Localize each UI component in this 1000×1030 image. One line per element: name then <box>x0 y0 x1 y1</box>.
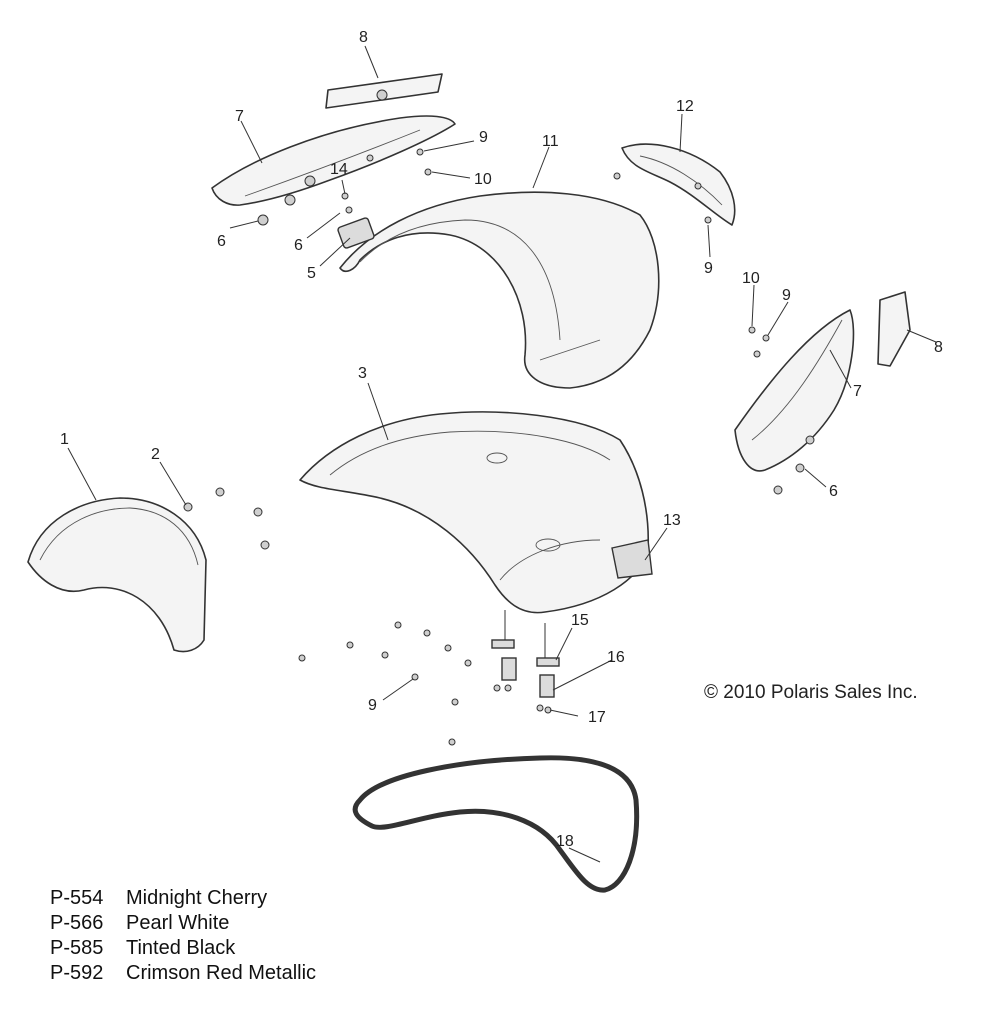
callout-6-left: 6 <box>217 233 226 250</box>
callout-1: 1 <box>60 431 69 448</box>
part-12-rear-trim <box>621 143 736 226</box>
part-8-trim-top <box>325 73 443 109</box>
callout-2: 2 <box>151 446 160 463</box>
callout-10-b: 10 <box>742 270 760 287</box>
callout-9-d: 9 <box>368 697 377 714</box>
color-code: P-554 <box>50 887 104 909</box>
callout-4: 5 <box>307 265 316 282</box>
color-code: P-592 <box>50 962 104 984</box>
fasteners <box>183 148 815 746</box>
color-name: Crimson Red Metallic <box>126 962 317 984</box>
color-name: Tinted Black <box>126 937 236 959</box>
callout-9-c: 9 <box>782 287 791 304</box>
callout-11: 11 <box>542 133 559 150</box>
callout-3: 3 <box>358 365 367 382</box>
part-11-lid <box>339 191 660 389</box>
callout-17: 17 <box>588 709 606 726</box>
leader-lines <box>67 45 937 863</box>
callout-6-right: 6 <box>829 483 838 500</box>
copyright-notice: © 2010 Polaris Sales Inc. <box>704 682 918 703</box>
callout-labels: 8 7 12 9 11 14 10 6 6 5 9 10 9 8 3 7 1 2… <box>60 29 943 850</box>
part-8-trim-right <box>877 291 911 367</box>
callout-8-top: 8 <box>359 29 368 46</box>
color-option: P-592 Crimson Red Metallic <box>50 961 316 986</box>
part-18-seal <box>352 755 640 893</box>
color-name: Midnight Cherry <box>126 887 268 909</box>
color-code: P-585 <box>50 937 104 959</box>
part-7-trim-right <box>734 309 855 472</box>
color-name: Pearl White <box>126 912 230 934</box>
part-1-outer-cover <box>27 497 207 653</box>
callout-16: 16 <box>607 649 625 666</box>
callout-12: 12 <box>676 98 694 115</box>
color-option: P-585 Tinted Black <box>50 936 316 961</box>
part-3-lower-tub <box>299 411 650 614</box>
callout-8-right: 8 <box>934 339 943 356</box>
callout-13: 13 <box>663 512 681 529</box>
callout-14: 14 <box>330 161 348 178</box>
callout-5: 6 <box>294 237 303 254</box>
part-7-trim-left <box>211 115 456 206</box>
color-option: P-566 Pearl White <box>50 911 316 936</box>
callout-7-left: 7 <box>235 108 244 125</box>
callout-7-right: 7 <box>853 383 862 400</box>
callout-18: 18 <box>556 833 574 850</box>
color-code: P-566 <box>50 912 104 934</box>
color-option: P-554 Midnight Cherry <box>50 886 316 911</box>
callout-9-a: 9 <box>479 129 488 146</box>
callout-10-a: 10 <box>474 171 492 188</box>
color-options-list: P-554 Midnight Cherry P-566 Pearl White P-… <box>50 886 316 986</box>
callout-9-b: 9 <box>704 260 713 277</box>
callout-15: 15 <box>571 612 589 629</box>
part-13-latch <box>611 539 653 579</box>
